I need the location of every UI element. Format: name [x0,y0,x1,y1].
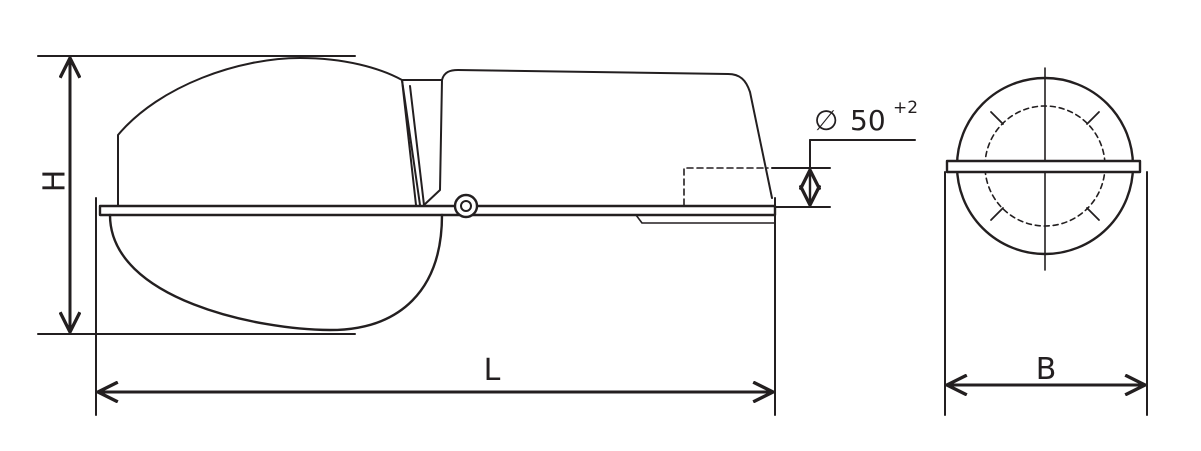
hinge-knuckle [453,193,479,219]
width-dimension [944,171,1148,416]
pipe-socket-hidden [683,167,769,206]
diameter-tolerance: +2 [893,98,918,118]
length-dimension [95,197,776,416]
reflector-housing-outline [117,57,421,206]
diffuser-bowl [108,213,444,332]
gear-compartment-lid [441,69,773,199]
diameter-value: 50 [850,104,886,137]
end-view-base-plate [945,159,1142,174]
underside-lip [635,214,775,224]
height-label: H [38,170,73,193]
hinge-strut [401,79,425,206]
width-label: B [1036,352,1057,387]
length-label: L [484,353,501,388]
hinge-pin [460,200,472,212]
end-view-ticks [990,111,1100,221]
height-dimension [37,55,356,335]
diameter-symbol: ∅ [814,104,838,137]
gear-compartment-outline [401,79,443,206]
side-view [98,57,777,332]
base-plate [98,204,777,217]
pipe-diameter-dimension [771,139,916,208]
end-view [945,67,1142,271]
